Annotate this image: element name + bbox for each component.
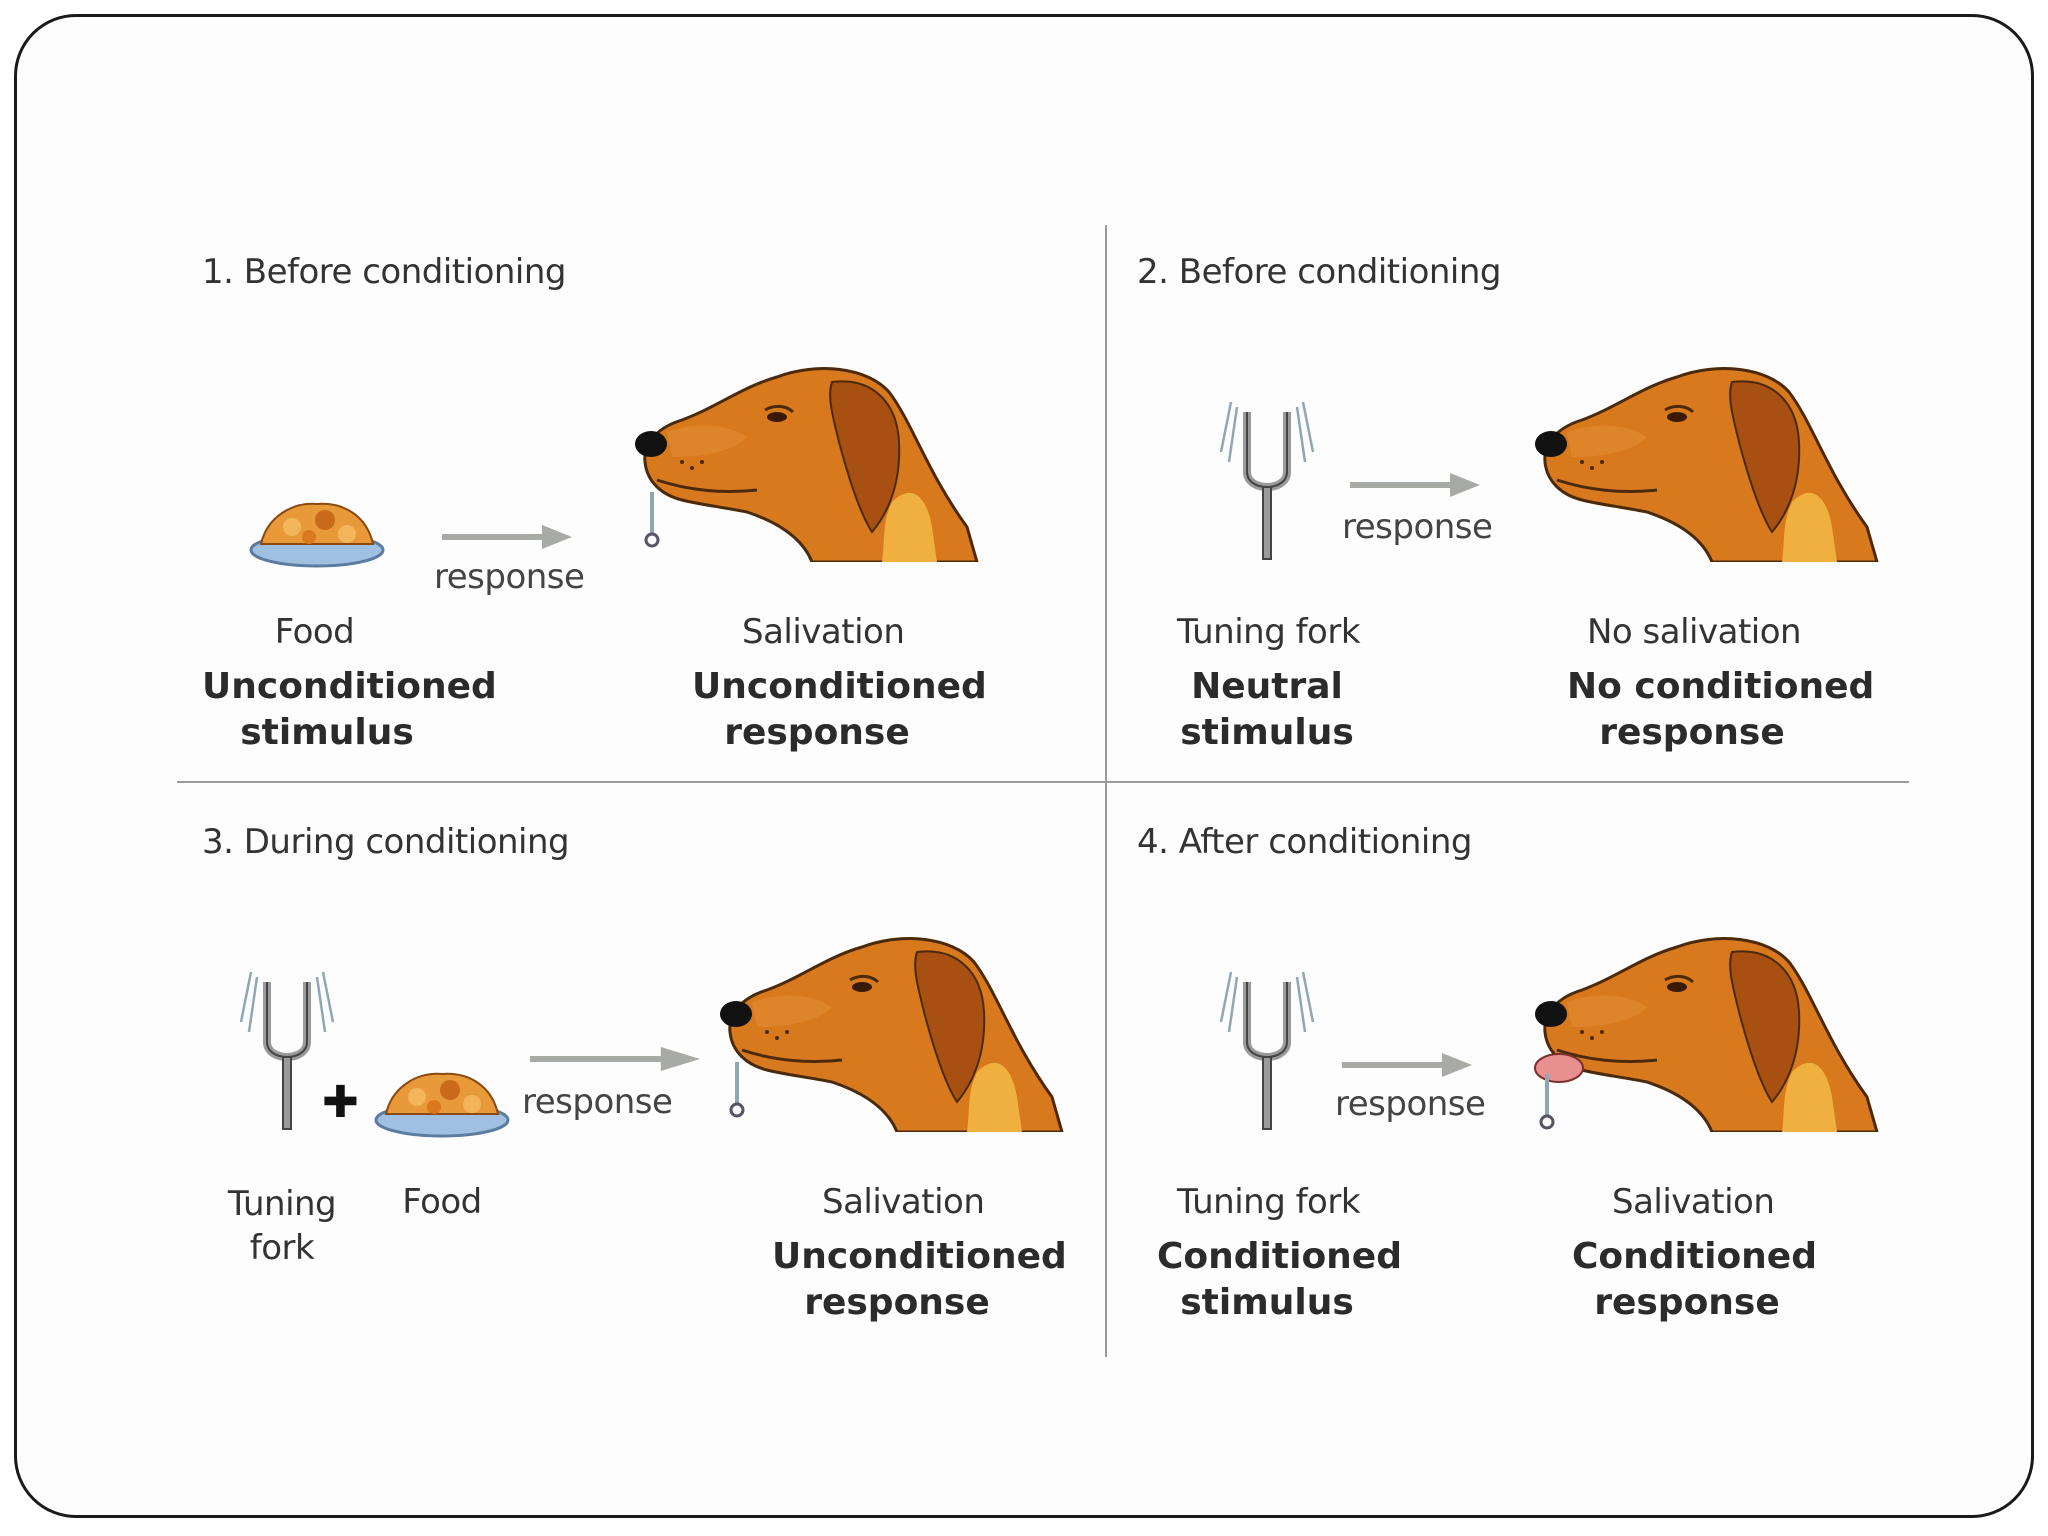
outcome-label: Salivation: [1612, 1182, 1762, 1222]
food-bowl-icon: [372, 1062, 512, 1142]
vertical-divider: [1105, 225, 1107, 1357]
stimulus-label: Tuning fork: [1177, 612, 1357, 652]
panel-title: 2. Before conditioning: [1137, 252, 1501, 292]
classical-conditioning-diagram: 1. Before conditioning response Food Unc…: [167, 217, 1917, 1357]
panel-4: 4. After conditioning response Tuning fo…: [1137, 822, 1897, 1342]
slide-frame: 1. Before conditioning response Food Unc…: [14, 14, 2034, 1518]
arrow-label: response: [1335, 1084, 1485, 1124]
panel-3: 3. During conditioning ✚ response Tuning…: [202, 822, 1082, 1342]
arrow-icon: [1342, 1050, 1472, 1080]
panel-title: 3. During conditioning: [202, 822, 569, 862]
dog-head-icon: [1527, 932, 1887, 1132]
food-bowl-icon: [247, 492, 387, 572]
dog-head-icon: [712, 932, 1072, 1132]
outcome-label: No salivation: [1587, 612, 1787, 652]
stimulus-label: Food: [247, 612, 382, 652]
outcome-label: Salivation: [742, 612, 892, 652]
plus-icon: ✚: [322, 1077, 358, 1128]
arrow-label: response: [1342, 507, 1492, 547]
panel-title: 4. After conditioning: [1137, 822, 1472, 862]
arrow-icon: [530, 1044, 700, 1074]
tuning-fork-icon: [1217, 962, 1317, 1132]
panel-1: 1. Before conditioning response Food Unc…: [202, 252, 1082, 772]
dog-head-icon: [1527, 362, 1887, 562]
drool-icon: [1537, 1074, 1557, 1134]
dog-head-icon: [627, 362, 987, 562]
arrow-icon: [1350, 470, 1480, 500]
drool-icon: [642, 492, 662, 552]
stimulus-label-b: Food: [382, 1182, 502, 1222]
arrow-label: response: [434, 557, 584, 597]
panel-title: 1. Before conditioning: [202, 252, 566, 292]
arrow-label: response: [522, 1082, 672, 1122]
horizontal-divider: [177, 781, 1909, 783]
outcome-label: Salivation: [822, 1182, 972, 1222]
stimulus-label: Tuning fork: [1177, 1182, 1357, 1222]
drool-icon: [727, 1062, 747, 1122]
tuning-fork-icon: [1217, 392, 1317, 562]
arrow-icon: [442, 522, 572, 552]
panel-2: 2. Before conditioning response Tuning f…: [1137, 252, 1897, 772]
